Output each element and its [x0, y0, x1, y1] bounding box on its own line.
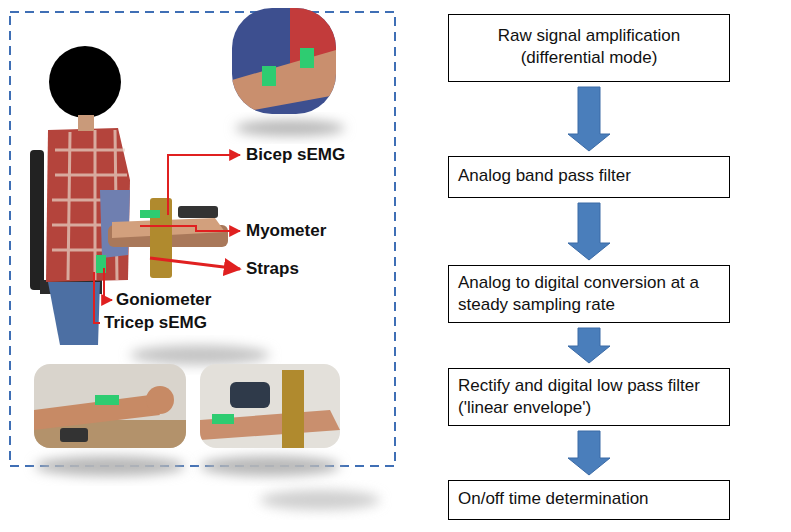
- electrode: [300, 48, 314, 68]
- arrow-shape: [568, 431, 610, 475]
- chair-back: [30, 150, 44, 290]
- part-label: Bicep sEMG: [244, 145, 347, 165]
- shadow: [130, 345, 270, 365]
- part-label: Goniometer: [114, 290, 213, 310]
- electrode: [95, 395, 119, 405]
- shadow: [260, 490, 380, 510]
- jeans: [48, 282, 100, 345]
- arrow-shape: [568, 203, 610, 260]
- box-text: Analog band pass filter: [458, 165, 720, 187]
- electrode: [212, 414, 234, 424]
- inset-photo: [232, 8, 336, 114]
- process-box: Rectify and digital low pass filter ('li…: [448, 368, 730, 426]
- flow-arrow: [568, 328, 610, 363]
- part-label: Myometer: [244, 221, 328, 241]
- arrow-shape: [568, 328, 610, 363]
- myometer-device: [178, 206, 218, 218]
- arm: [200, 410, 340, 440]
- electrode: [140, 210, 160, 218]
- leader-line: [168, 155, 240, 215]
- process-box: On/off time determination: [448, 480, 730, 520]
- photo-ground: [200, 364, 340, 448]
- shadow: [200, 456, 340, 476]
- dashed-frame: [10, 12, 395, 466]
- arm: [232, 50, 336, 114]
- seated-subject: [30, 46, 228, 345]
- box-text: Rectify and digital low pass filter ('li…: [458, 375, 720, 419]
- leader-line: [94, 272, 100, 323]
- part-label: Tricep sEMG: [102, 313, 209, 333]
- box-text: Raw signal amplification (differential m…: [458, 25, 720, 69]
- device: [60, 428, 88, 442]
- process-box: Raw signal amplification (differential m…: [448, 14, 730, 82]
- flow-arrow: [568, 431, 610, 475]
- part-label: Straps: [244, 259, 301, 279]
- leader-lines: [94, 155, 240, 323]
- shirt: [46, 128, 130, 282]
- leader-line: [140, 226, 240, 231]
- neck: [78, 115, 94, 131]
- leader-line: [150, 258, 240, 269]
- strap: [282, 370, 304, 448]
- myometer-device: [230, 382, 270, 408]
- inset-photo: [200, 364, 340, 448]
- arm: [34, 395, 160, 430]
- flow-arrow: [568, 87, 610, 151]
- flow-arrow: [568, 203, 610, 260]
- electrode: [262, 66, 276, 86]
- shadow: [235, 120, 345, 136]
- process-box: Analog band pass filter: [448, 156, 730, 198]
- face-mask: [49, 46, 121, 118]
- process-box: Analog to digital conversion at a steady…: [448, 265, 730, 323]
- arrow-shape: [568, 87, 610, 151]
- leader-line: [104, 268, 112, 300]
- inset-photo: [34, 364, 186, 448]
- photo-ground: [34, 364, 186, 448]
- shadow: [35, 456, 185, 476]
- fist: [146, 386, 174, 414]
- box-text: On/off time determination: [458, 488, 720, 510]
- box-text: Analog to digital conversion at a steady…: [458, 272, 720, 316]
